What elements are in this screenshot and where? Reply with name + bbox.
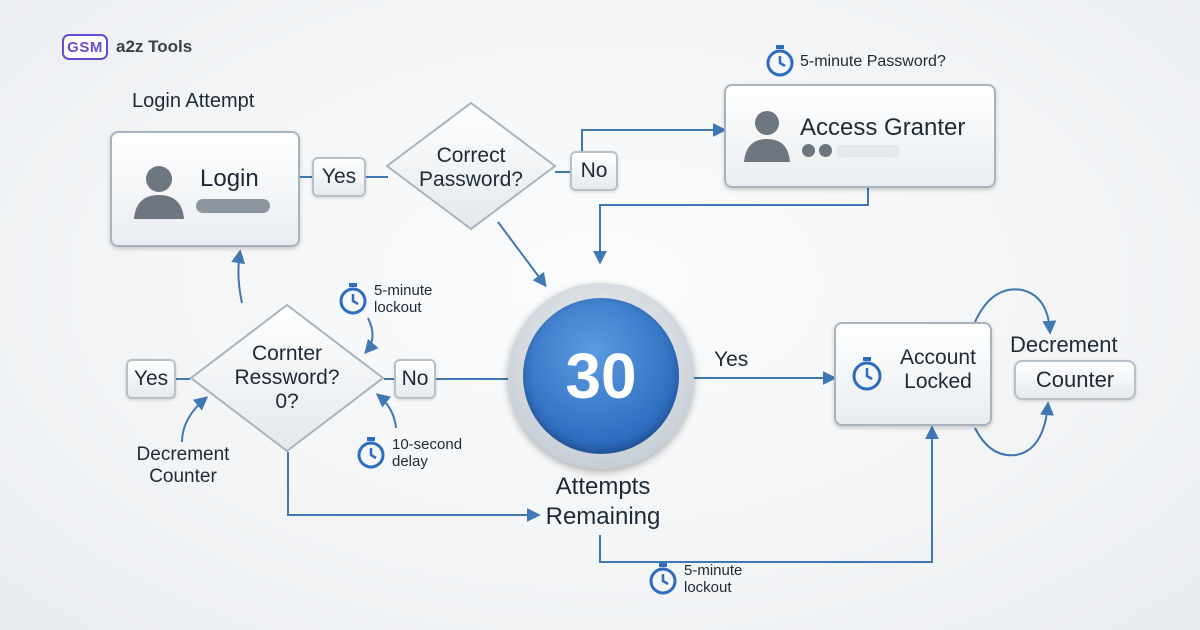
login-attempt-label: Login Attempt	[132, 90, 255, 112]
counter-pill: Counter	[1014, 360, 1136, 400]
stopwatch-icon	[357, 437, 385, 469]
timer-lockout-left-text: 5-minute lockout	[374, 282, 433, 316]
brand-name: a2z Tools	[116, 37, 193, 56]
line-cornter-attempts	[287, 452, 541, 522]
decision-diamond-shape	[385, 101, 557, 231]
user-icon	[744, 111, 790, 162]
stopwatch-icon	[852, 357, 882, 391]
no-pill-mid: No	[394, 359, 436, 399]
decision-correct-password: Correct Password?	[384, 100, 558, 232]
line-loop-bottom	[974, 401, 1054, 457]
brand-mark: GSM	[62, 34, 108, 60]
attempts-counter-value: 30	[523, 298, 679, 454]
line-decrement-cornter	[181, 396, 209, 443]
login-field-placeholder	[196, 199, 270, 213]
yes-pill-top: Yes	[312, 157, 366, 197]
decrement-counter-left: Decrement Counter	[136, 444, 230, 487]
decision-correct-text: Correct Password?	[419, 144, 523, 191]
stopwatch-icon	[766, 45, 794, 77]
login-box: Login	[110, 131, 300, 247]
user-icon	[134, 166, 184, 219]
line-access-down	[593, 188, 869, 265]
account-locked-box: Account Locked	[834, 322, 992, 426]
timer-lockout-left: 5-minute lockout	[336, 282, 454, 316]
access-granter-box: Access Granter	[724, 84, 996, 188]
attempts-counter-circle: 30	[508, 283, 694, 469]
line-correct-circle	[497, 221, 547, 288]
no-pill-top: No	[570, 151, 618, 191]
line-delay-cornter	[375, 393, 397, 429]
timer-delay: 10-second delay	[354, 436, 472, 470]
access-box-title: Access Granter	[800, 114, 966, 141]
line-cornter-login	[231, 249, 246, 304]
timer-top-text: 5-minute Password?	[800, 52, 946, 70]
decision-cornter-text: Cornter Ressword? 0?	[234, 342, 340, 413]
timer-lockout-bottom: 5-minute lockout	[646, 562, 764, 596]
account-locked-text: Account Locked	[900, 346, 976, 393]
line-attempts-account	[599, 425, 939, 563]
login-box-title: Login	[200, 165, 259, 192]
line-loop-top	[974, 288, 1057, 335]
yes-pill-left: Yes	[126, 359, 176, 399]
password-dots	[802, 144, 900, 157]
timer-lockout-bottom-text: 5-minute lockout	[684, 562, 743, 596]
attempts-remaining-label: Attempts Remaining	[545, 473, 661, 530]
brand-logo: GSM a2z Tools	[62, 34, 192, 60]
stopwatch-icon	[339, 283, 367, 315]
decision-diamond-shape	[189, 303, 385, 453]
decrement-right-label: Decrement	[1010, 332, 1118, 357]
timer-delay-text: 10-second delay	[392, 436, 463, 470]
timer-top: 5-minute Password?	[764, 44, 946, 78]
decision-cornter-password: Cornter Ressword? 0?	[188, 302, 386, 454]
yes-label-right: Yes	[714, 348, 749, 371]
stopwatch-icon	[649, 563, 677, 595]
line-lockout-cornter	[364, 317, 379, 355]
